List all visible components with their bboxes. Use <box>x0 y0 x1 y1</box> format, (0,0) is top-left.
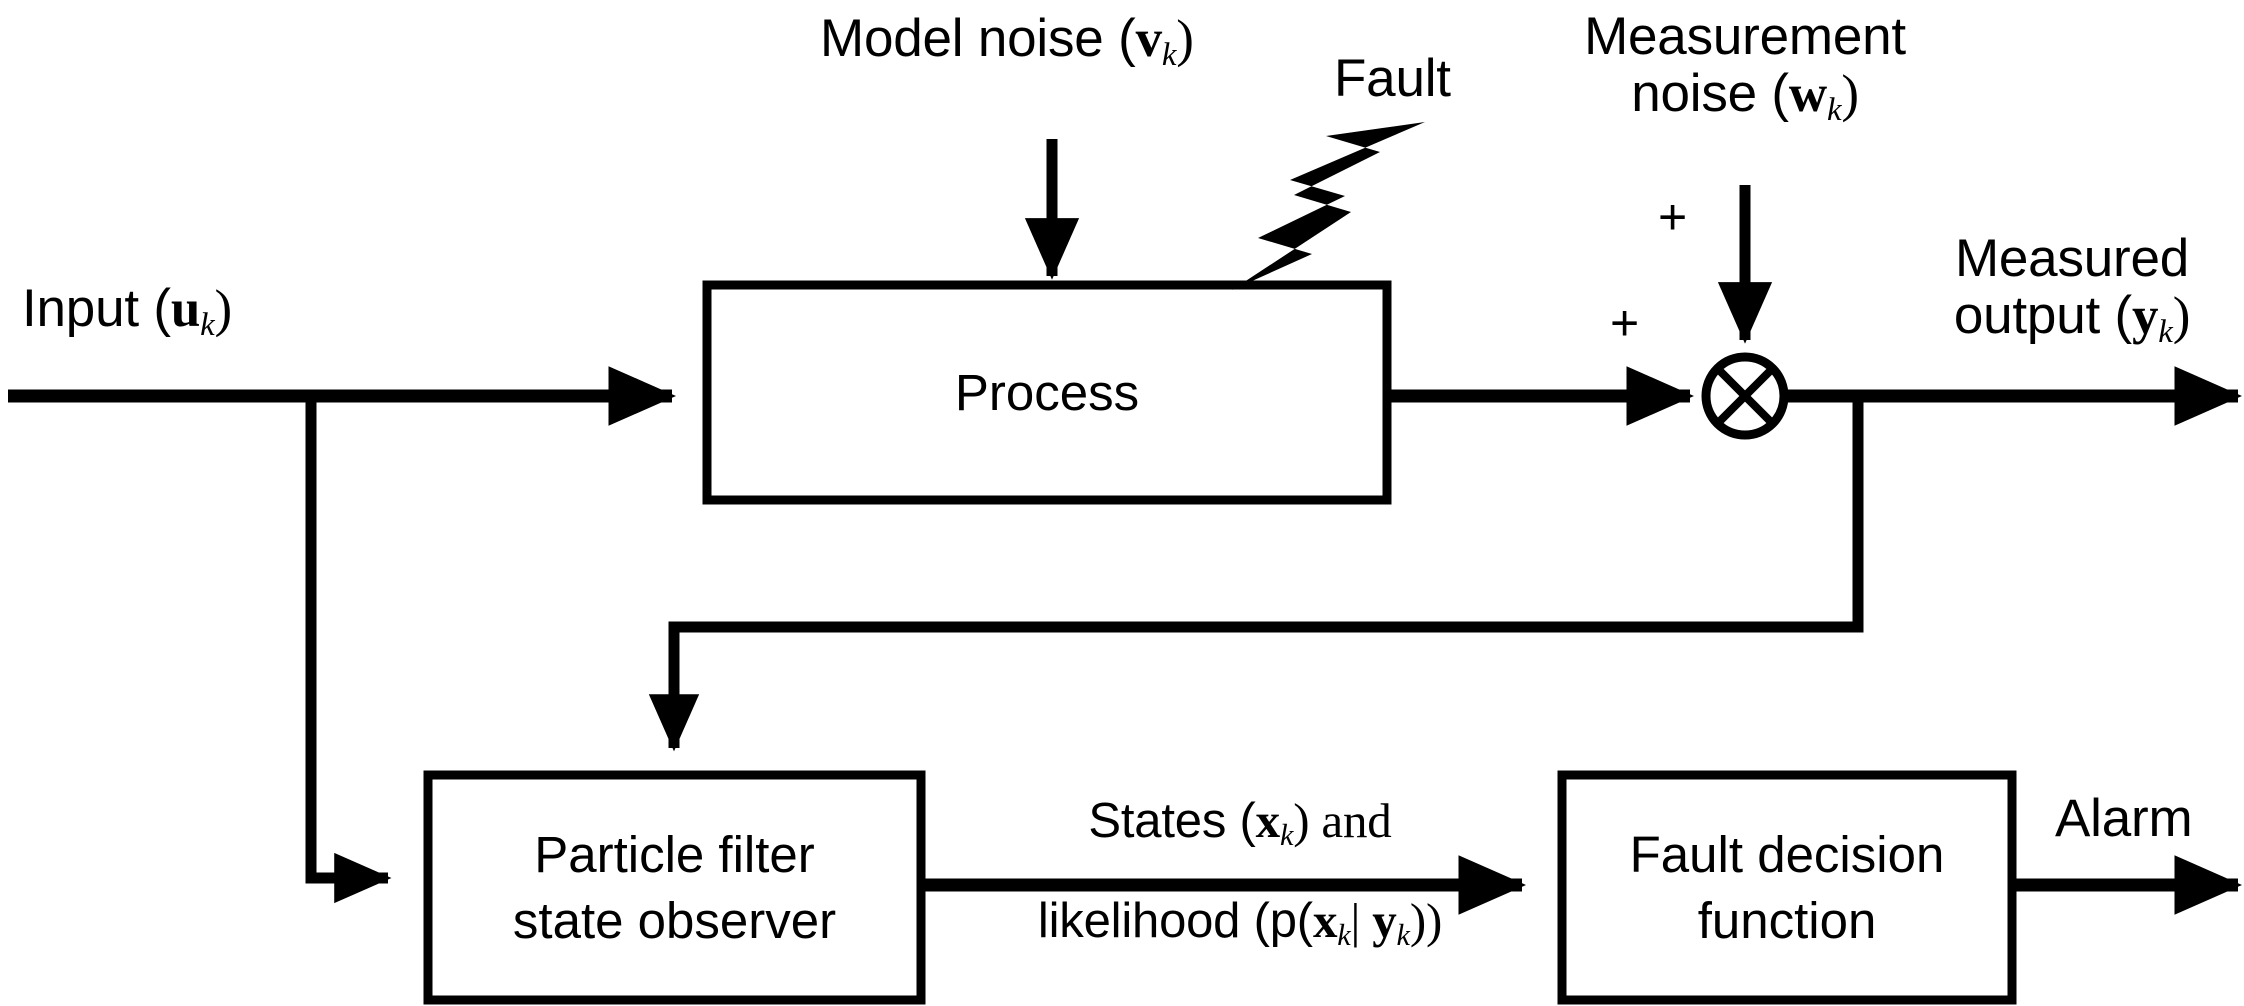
alarm-label: Alarm <box>2055 789 2193 848</box>
likelihood-label: likelihood (p(xk| yk)) <box>1037 893 1443 952</box>
fault-label: Fault <box>1334 49 1451 108</box>
measured-output-line-1: Measured <box>1954 229 2190 288</box>
input-branch-line <box>305 400 392 904</box>
measured-output-label: Measured output (yk) <box>1900 229 2244 350</box>
fault-decision-line-1: Fault decision <box>1629 826 1945 884</box>
process-block <box>702 280 1392 505</box>
particle-filter-line-2: state observer <box>512 891 837 949</box>
states-label: States (xk) and <box>1088 793 1392 852</box>
model-noise-text: Model noise (vk) <box>820 9 1194 73</box>
particle-filter-block-label: Particle filter state observer <box>428 775 921 1000</box>
measured-output-line-2: output (yk) <box>1953 286 2191 350</box>
model-noise-label: Model noise (vk) <box>820 9 1194 73</box>
process-block-line-1: Process <box>954 363 1140 421</box>
fault-decision-block <box>1557 770 2017 1005</box>
process-block-label: Process <box>707 285 1387 500</box>
measurement-noise-line-2: noise (wk) <box>1631 64 1859 128</box>
summing-junction-plus-left: + <box>1610 295 1639 351</box>
fault-decision-block-label: Fault decision function <box>1562 775 2012 1000</box>
summing-junction-plus-top: + <box>1658 189 1687 245</box>
particle-filter-line-1: Particle filter <box>534 826 815 884</box>
fault-decision-line-2: function <box>1697 891 1877 949</box>
measurement-noise-line-1: Measurement <box>1584 7 1906 66</box>
particle-filter-block <box>423 770 926 1005</box>
lightning-bolt-icon <box>1232 122 1425 290</box>
measurement-noise-label: Measurement noise (wk) <box>1545 7 1945 128</box>
output-feedback-line <box>648 400 1864 752</box>
input-label: Input (uk) <box>22 279 232 343</box>
summing-junction-cross-b <box>1715 366 1775 426</box>
